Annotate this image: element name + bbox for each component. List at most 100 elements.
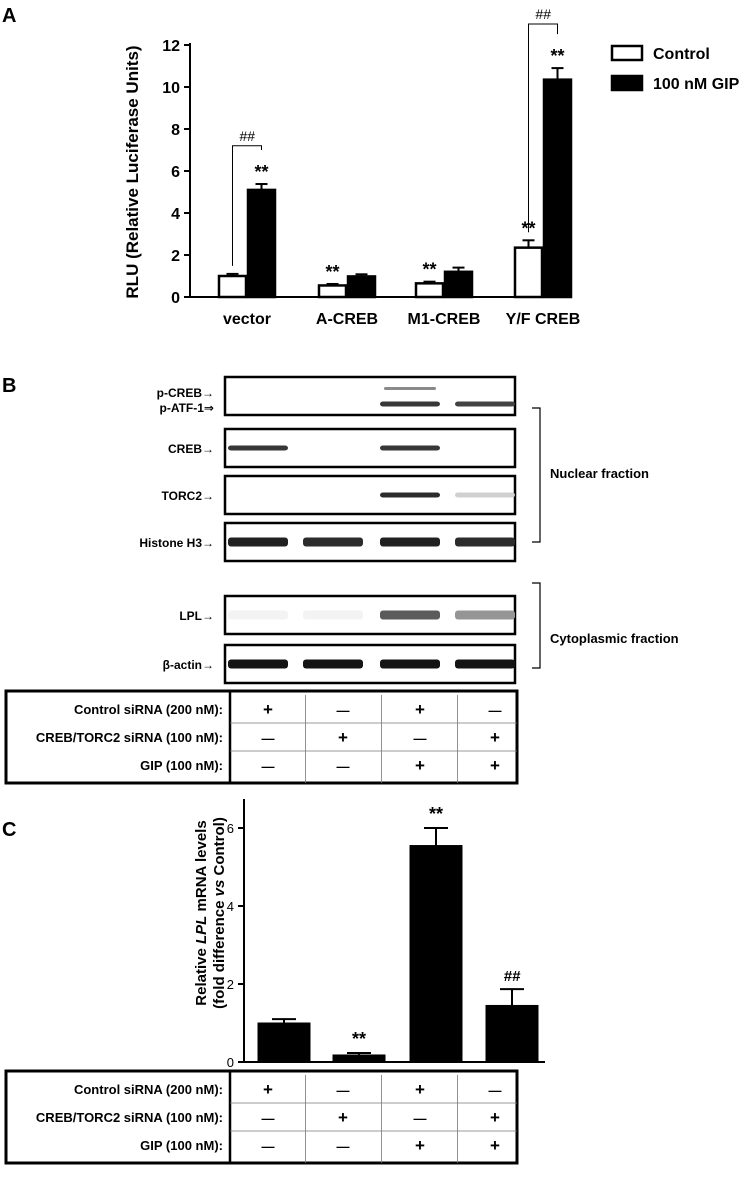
comparison-bracket: [528, 23, 558, 233]
protein-band: [455, 537, 515, 547]
bar: [217, 274, 248, 299]
y-tick-label: 4: [171, 206, 180, 223]
bar: [317, 284, 348, 299]
bar: [485, 1004, 539, 1063]
cytoplasmic-fraction-label: Cytoplasmic fraction: [550, 631, 679, 646]
bracket-label: ##: [239, 128, 255, 144]
protein-band: [303, 537, 363, 547]
table-cell: +: [490, 728, 500, 747]
table-cell: —: [262, 759, 275, 774]
table-cell: —: [489, 703, 502, 718]
protein-band: [380, 492, 440, 498]
table-cell: +: [415, 756, 425, 775]
nuclear-fraction-label: Nuclear fraction: [550, 466, 649, 481]
table-cell: —: [414, 731, 427, 746]
blot-strip: [223, 375, 517, 417]
protein-band: [303, 610, 363, 620]
protein-band: [380, 610, 440, 620]
bar: [409, 845, 463, 1063]
x-tick-label: A-CREB: [316, 311, 378, 328]
table-cell: +: [415, 1080, 425, 1099]
table-border: [4, 689, 519, 785]
protein-band: [455, 659, 515, 669]
bar: [414, 282, 445, 299]
protein-band: [228, 537, 288, 547]
protein-band: [380, 537, 440, 547]
table-row-label: Control siRNA (200 nM):: [74, 702, 223, 717]
blot-row-label: TORC2→: [162, 489, 214, 503]
table-cell: —: [414, 1111, 427, 1126]
table-cell: —: [489, 1083, 502, 1098]
y-tick-label: 10: [162, 80, 180, 97]
y-tick-label: 0: [227, 1055, 234, 1070]
legend-swatch: [610, 44, 644, 62]
y-tick-label: 8: [171, 122, 180, 139]
x-tick-label: M1-CREB: [408, 311, 481, 328]
y-tick-label: 12: [162, 38, 180, 55]
legend-swatch: [610, 74, 644, 92]
chart-c-y-axis-label-line2: (fold difference vs Control): [211, 817, 228, 1009]
bracket-label: ##: [535, 6, 551, 22]
table-row-label: CREB/TORC2 siRNA (100 nM):: [36, 730, 223, 745]
y-tick-label: 4: [227, 899, 234, 914]
treatment-table-b: Control siRNA (200 nM): + — + — CREB/TORC2 si…: [4, 689, 519, 785]
table-row-label: GIP (100 nM):: [140, 1138, 223, 1153]
blot-row-label: p-ATF-1⇒: [160, 401, 215, 415]
significance-mark: **: [254, 162, 268, 182]
bar: [257, 1022, 311, 1063]
table-cell: —: [262, 1139, 275, 1154]
bar: [346, 275, 377, 299]
significance-mark: **: [550, 46, 564, 66]
blot-row-label: Histone H3→: [139, 536, 214, 550]
table-row-label: GIP (100 nM):: [140, 758, 223, 773]
table-cell: +: [490, 1136, 500, 1155]
protein-band: [303, 659, 363, 669]
bar: [332, 1054, 386, 1063]
y-tick-label: 6: [227, 821, 234, 836]
chart-a-y-axis-label: RLU (Relative Luciferase Units): [123, 45, 142, 298]
protein-band: [380, 401, 440, 407]
table-cell: +: [415, 1136, 425, 1155]
protein-band: [455, 610, 515, 620]
table-cell: —: [337, 1139, 350, 1154]
chart-c-y-axis-label: Relative LPL mRNA levels: [193, 820, 210, 1005]
significance-mark: ##: [504, 968, 521, 985]
protein-band: [228, 445, 288, 451]
panel-label-c: C: [2, 819, 16, 841]
significance-mark: **: [422, 260, 436, 280]
table-cell: +: [490, 756, 500, 775]
table-cell: +: [490, 1108, 500, 1127]
table-cell: +: [263, 1080, 273, 1099]
table-cell: —: [262, 1111, 275, 1126]
table-cell: —: [337, 703, 350, 718]
protein-band: [455, 492, 515, 498]
x-tick-label: vector: [223, 311, 271, 328]
panel-label-a: A: [2, 5, 16, 27]
table-row-label: Control siRNA (200 nM):: [74, 1082, 223, 1097]
western-blot: p-CREB→p-ATF-1⇒CREB→TORC2→Histone H3→LPL…: [139, 375, 517, 685]
y-tick-label: 6: [171, 164, 180, 181]
legend-label: Control: [653, 46, 710, 63]
treatment-table-c: Control siRNA (200 nM): + — + — CREB/TORC2 si…: [4, 1069, 519, 1165]
fraction-labels: Nuclear fraction Cytoplasmic fraction: [532, 407, 679, 669]
nuclear-bracket: [532, 407, 541, 543]
protein-band: [228, 659, 288, 669]
bar: [542, 78, 573, 299]
significance-mark: **: [429, 804, 443, 824]
protein-band: [384, 387, 436, 390]
table-cell: +: [263, 700, 273, 719]
table-cell: —: [262, 731, 275, 746]
significance-mark: **: [325, 262, 339, 282]
table-cell: —: [337, 1083, 350, 1098]
comparison-bracket: [232, 145, 262, 266]
panel-label-b: B: [2, 375, 16, 397]
bar: [246, 188, 277, 299]
significance-mark: **: [352, 1029, 366, 1049]
chart-a: RLU (Relative Luciferase Units) 02468101…: [123, 6, 740, 328]
x-tick-label: Y/F CREB: [506, 311, 581, 328]
protein-band: [380, 659, 440, 669]
table-row-label: CREB/TORC2 siRNA (100 nM):: [36, 1110, 223, 1125]
blot-row-label: β-actin→: [163, 658, 214, 672]
